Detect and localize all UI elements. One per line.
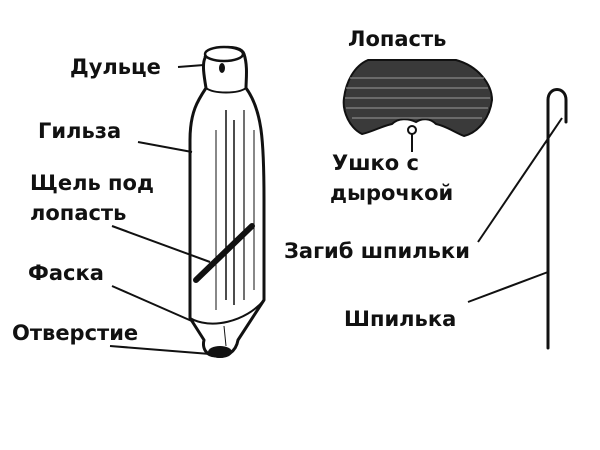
nozzle-hole: [219, 63, 225, 73]
sleeve-outline: [188, 45, 266, 358]
nozzle-top: [203, 45, 245, 63]
blade-eyelet-hole: [407, 125, 417, 135]
leader-gilza: [137, 141, 193, 153]
label-ushko-line1: Ушко с: [332, 151, 419, 175]
leader-faska: [111, 285, 195, 323]
blade-drawing: [342, 59, 494, 138]
label-dultse: Дульце: [70, 55, 161, 79]
label-gilza: Гильза: [38, 119, 122, 143]
label-ushko-line2: дырочкой: [330, 181, 454, 205]
leader-shpilka: [467, 271, 549, 303]
label-shchel-line1: Щель под: [30, 171, 154, 195]
label-shchel-line2: лопасть: [30, 201, 127, 225]
label-shpilka: Шпилька: [344, 307, 457, 331]
leader-otverstie: [109, 345, 211, 355]
leader-zagib: [477, 117, 563, 243]
nozzle-neck: [205, 87, 247, 94]
bottom-opening: [208, 346, 232, 358]
label-lopast: Лопасть: [348, 27, 447, 51]
leader-shchel: [111, 225, 211, 263]
leader-lines: [109, 64, 563, 355]
blade-slot: [193, 223, 255, 283]
label-faska: Фаска: [28, 261, 104, 285]
label-otverstie: Отверстие: [12, 321, 139, 345]
sleeve-highlight-6: [223, 325, 227, 347]
leader-dultse: [177, 64, 205, 68]
chamfer-ring: [189, 299, 265, 325]
pin-drawing: [546, 88, 568, 350]
sleeve-drawing: [188, 45, 266, 358]
pin-wire: [546, 88, 568, 350]
label-zagib: Загиб шпильки: [284, 239, 470, 263]
